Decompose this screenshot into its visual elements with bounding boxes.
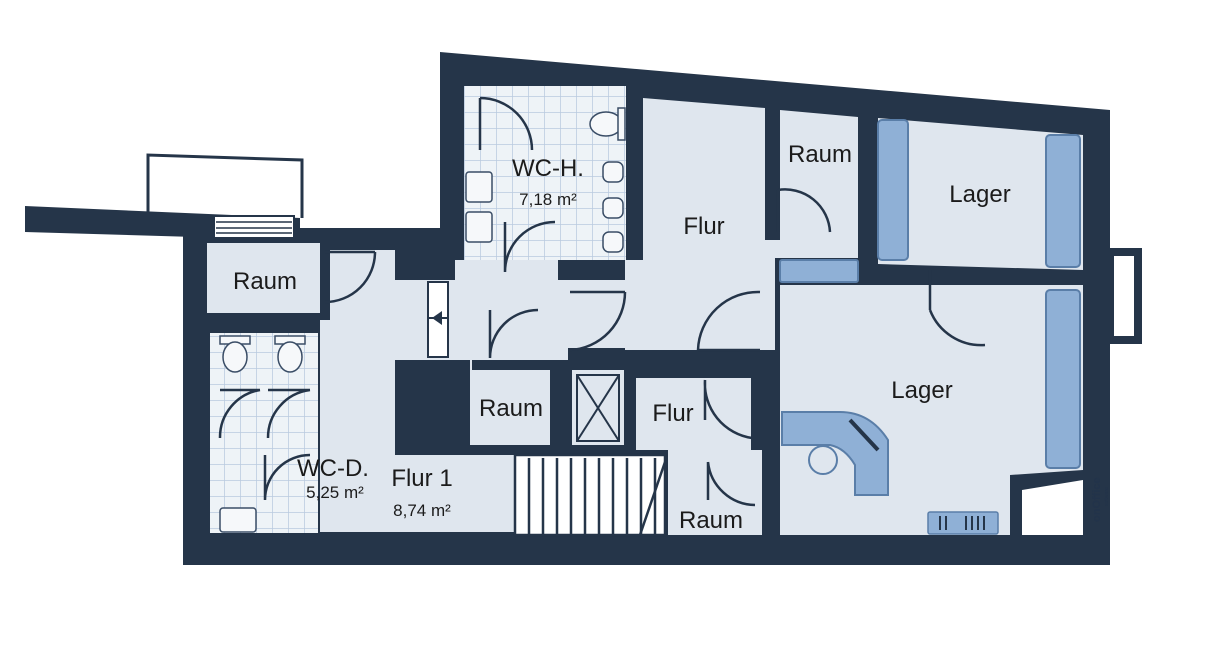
floor-raum-mid <box>472 370 550 445</box>
floor-raum-left <box>207 243 320 313</box>
floor-flur-top <box>625 98 858 350</box>
shelving <box>779 119 1081 469</box>
shelf <box>877 119 909 261</box>
floor-raum-top <box>780 110 858 240</box>
floor-lager-top <box>878 118 1083 270</box>
area-wc-d: 5,25 m² <box>306 483 364 502</box>
area-flur-1: 8,74 m² <box>393 501 451 520</box>
door-raum-left <box>324 250 377 304</box>
brand-sub: software <box>1104 487 1110 506</box>
door-raum-bottom <box>706 461 756 507</box>
office-desk <box>781 411 889 496</box>
onoffice-logo: onOffice software <box>1091 477 1110 522</box>
label-raum-bottom: Raum <box>679 507 743 534</box>
area-wc-h: 7,18 m² <box>519 190 577 209</box>
distribution-panel <box>427 281 449 358</box>
shelf <box>1045 289 1081 469</box>
shelf <box>779 259 859 283</box>
lager-niche <box>1022 480 1083 535</box>
label-raum-left: Raum <box>233 268 297 295</box>
label-flur-top: Flur <box>683 213 724 240</box>
balcony <box>146 153 304 239</box>
sink-icon <box>219 507 257 533</box>
brand-name: onOffice <box>1091 477 1103 522</box>
doors <box>218 96 986 507</box>
door-wc-d-1 <box>218 388 261 439</box>
label-flur-1: Flur 1 <box>391 465 452 492</box>
door-raum-mid <box>488 308 539 359</box>
label-flur-mid: Flur <box>652 400 693 427</box>
toilet-icon <box>277 341 303 373</box>
stairs <box>513 453 667 537</box>
sink-icon <box>465 171 493 203</box>
door-lager-top <box>928 270 986 347</box>
floor-flur-1 <box>320 250 625 532</box>
door-wc-h-top <box>478 96 534 151</box>
floor-flur-mid <box>636 378 751 450</box>
door-wc-d-2 <box>266 388 311 439</box>
label-raum-top: Raum <box>788 141 852 168</box>
door-raum-top <box>776 188 832 233</box>
wall-pier <box>395 250 455 280</box>
radiator <box>927 511 999 535</box>
window <box>213 215 295 239</box>
toilet-icon <box>589 111 623 137</box>
door-wc-h <box>503 220 556 273</box>
label-lager-main: Lager <box>891 377 952 404</box>
wc-d-fixtures <box>219 335 306 533</box>
label-wc-h: WC-H. <box>512 155 584 182</box>
shelf <box>1045 134 1081 268</box>
door-flur-1 <box>569 290 627 352</box>
door-flur-mid <box>703 379 753 440</box>
floor-raum-bottom <box>668 450 762 535</box>
door-wc-d-3 <box>263 453 311 501</box>
right-window <box>1106 248 1142 344</box>
label-wc-d: WC-D. <box>297 455 369 482</box>
room-labels: WC-H. 7,18 m² Raum Lager Flur Raum Lager… <box>233 141 1011 534</box>
toilet-icon <box>222 341 248 373</box>
sink-icon <box>465 211 493 243</box>
shaft-icon <box>576 374 620 442</box>
chimney-block <box>395 360 470 455</box>
chair-icon <box>808 445 838 475</box>
label-raum-mid: Raum <box>479 395 543 422</box>
label-lager-top: Lager <box>949 181 1010 208</box>
door-lager-main <box>696 290 761 352</box>
wc-h-fixtures <box>465 107 626 253</box>
